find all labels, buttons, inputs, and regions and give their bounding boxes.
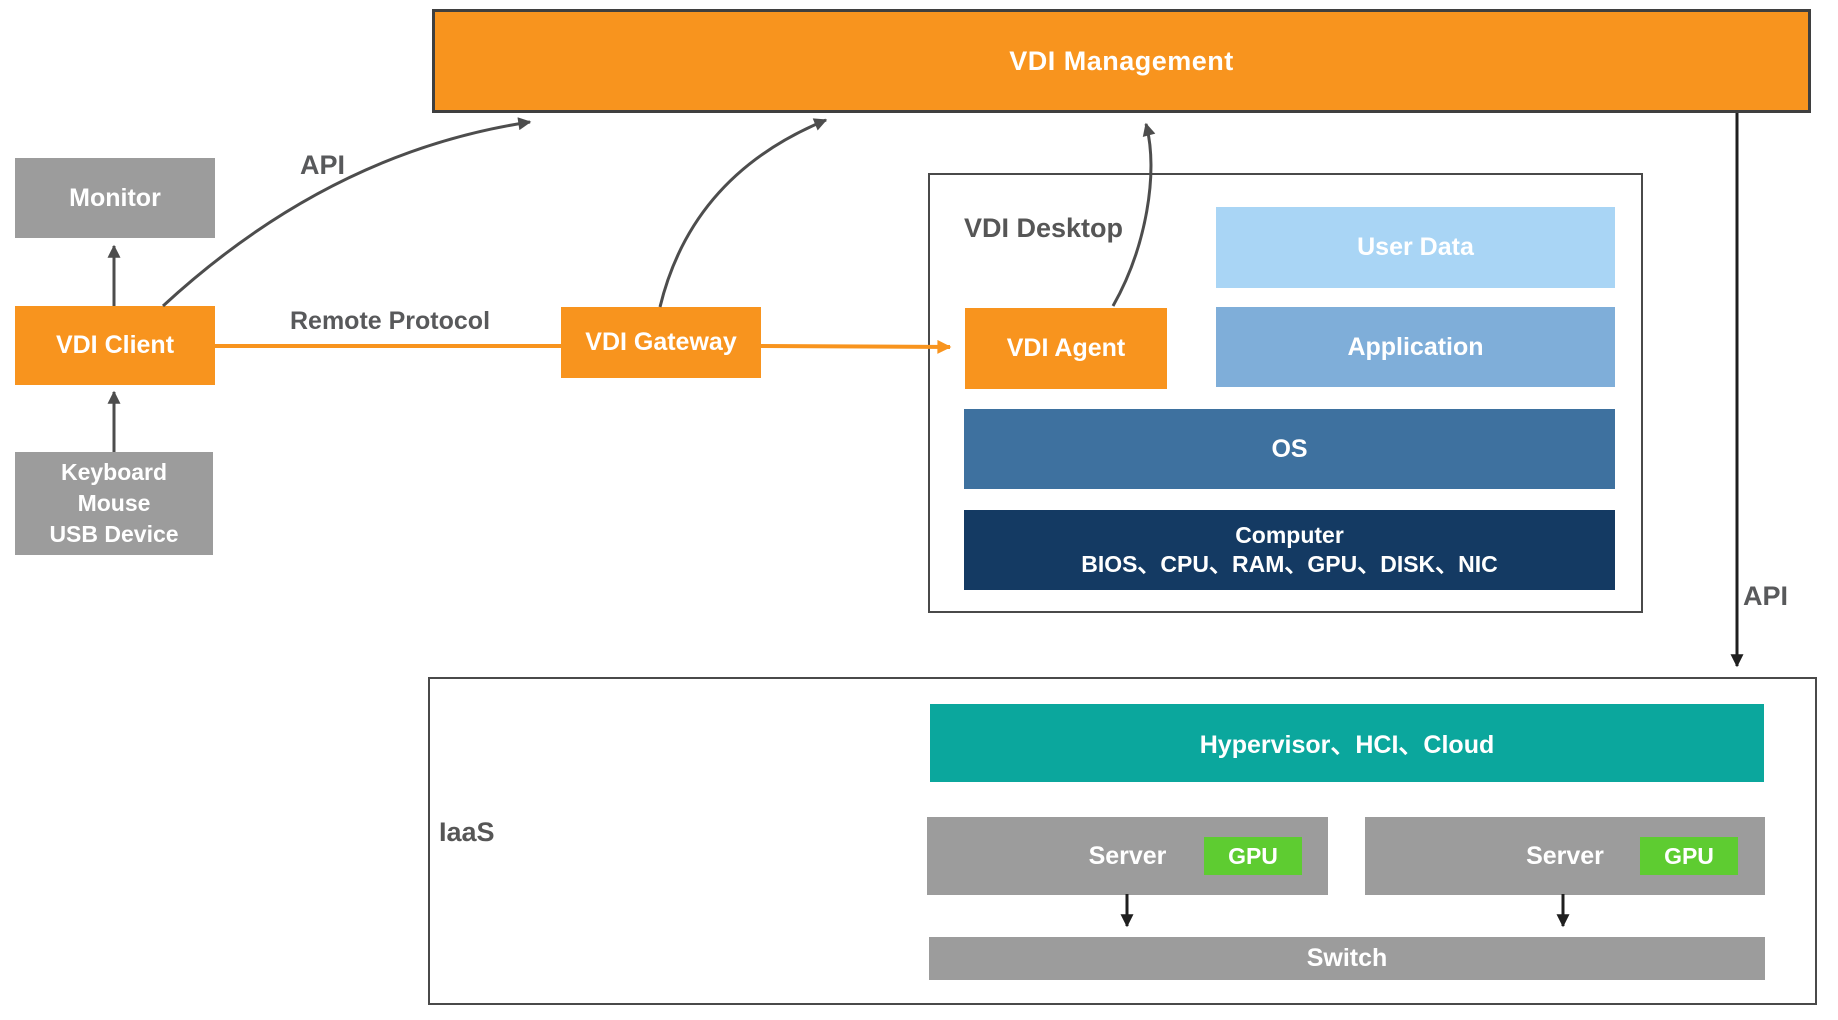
monitor-label: Monitor [69,183,161,212]
server-box-2: Server GPU [1365,817,1765,895]
computer-box: Computer BIOS、CPU、RAM、GPU、DISK、NIC [964,510,1615,590]
gpu-badge-1: GPU [1204,837,1302,875]
iaas-title: IaaS [439,817,495,847]
server-1-label: Server [1088,841,1167,870]
api-label-right: API [1743,581,1789,611]
remote-protocol-label: Remote Protocol [289,307,491,335]
vdi-gateway-box: VDI Gateway [561,307,761,378]
vdi-desktop-container: VDI Desktop VDI Agent User Data Applicat… [928,173,1643,613]
hypervisor-box: Hypervisor、HCI、Cloud [930,704,1764,782]
vdi-gateway-label: VDI Gateway [585,328,737,356]
peripheral-keyboard-label: Keyboard [60,459,168,485]
computer-title: Computer [1235,522,1344,548]
peripheral-mouse-label: Mouse [77,490,151,516]
peripheral-usb-label: USB Device [49,521,179,547]
application-box: Application [1216,307,1615,387]
arrow-client-to-management-api [161,117,532,308]
vdi-agent-box: VDI Agent [965,308,1167,389]
vdi-client-label: VDI Client [55,331,175,359]
gpu-1-label: GPU [1228,842,1278,869]
peripherals-box: Keyboard Mouse USB Device [15,452,213,555]
computer-detail: BIOS、CPU、RAM、GPU、DISK、NIC [1081,551,1498,577]
switch-box: Switch [929,937,1765,980]
gpu-2-label: GPU [1664,842,1714,869]
os-label: OS [1271,434,1308,463]
vdi-client-box: VDI Client [15,306,215,385]
os-box: OS [964,409,1615,489]
api-label-left: API [300,150,346,180]
iaas-container: IaaS Hypervisor、HCI、Cloud Server GPU Ser… [428,677,1817,1005]
vdi-management-box: VDI Management [432,9,1811,113]
gpu-badge-2: GPU [1640,837,1738,875]
switch-label: Switch [1306,944,1388,972]
hypervisor-label: Hypervisor、HCI、Cloud [1199,731,1495,759]
user-data-label: User Data [1357,233,1474,261]
server-box-1: Server GPU [927,817,1328,895]
application-label: Application [1347,332,1484,361]
vdi-agent-label: VDI Agent [1006,334,1126,362]
vdi-management-label: VDI Management [1009,45,1234,76]
server-2-label: Server [1526,841,1604,870]
arrow-gateway-to-management [658,118,828,308]
monitor-box: Monitor [15,158,215,238]
user-data-box: User Data [1216,207,1615,288]
arrow-gateway-to-agent [760,339,952,354]
vdi-desktop-title: VDI Desktop [964,213,1124,243]
